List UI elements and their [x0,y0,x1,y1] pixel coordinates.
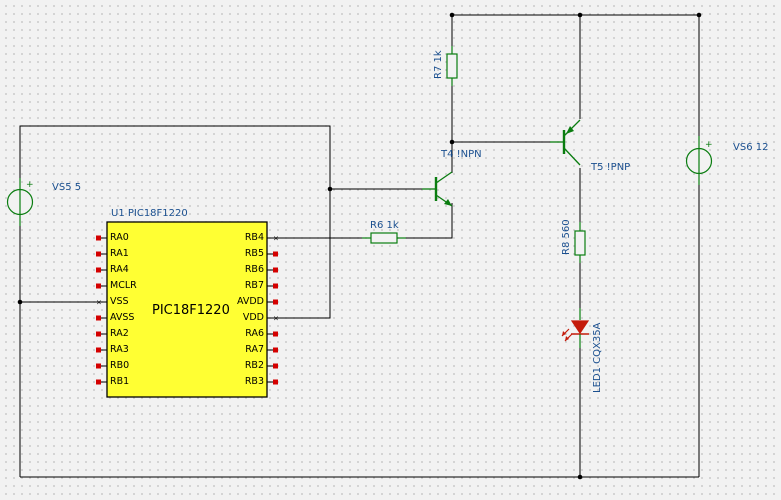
u1-pin-label-vss: VSS [110,296,129,307]
r6-resistor[interactable] [362,232,406,244]
u1-pin-marker [96,331,101,337]
u1-pin-label-rb2: RB2 [244,360,264,371]
u1-pin-label-rb4: RB4 [244,232,264,243]
u1-ref-label: U1 PIC18F1220 [111,208,188,219]
u1-pin-label-ra3: RA3 [110,344,129,355]
u1-pin-marker [96,283,101,289]
u1-pin-tick: × [273,235,279,243]
junction-dot [696,12,702,18]
t4-npn-transistor[interactable] [422,171,453,207]
svg-text:+: + [705,140,713,150]
u1-pin-marker [273,267,278,273]
t5-pnp-transistor[interactable] [550,119,581,166]
u1-pin-label-vdd: VDD [242,312,264,323]
u1-pin-marker [273,379,278,385]
u1-pin-marker [273,347,278,353]
u1-pin-label-ra7: RA7 [245,344,264,355]
junctions [17,12,702,480]
u1-pin-marker [96,251,101,257]
led1-diode[interactable] [561,308,590,348]
u1-pin-label-rb6: RB6 [244,264,264,275]
u1-pin-marker [96,315,101,321]
junction-dot [577,474,583,480]
u1-pin-label-rb3: RB3 [244,376,264,387]
u1-pins: × × × [96,235,279,385]
u1-pin-label-ra0: RA0 [110,232,129,243]
u1-pin-label-rb1: RB1 [110,376,130,387]
u1-pin-marker [96,235,101,241]
vs5-label: VS5 5 [52,182,82,193]
svg-text:+: + [26,180,34,190]
u1-pin-label-ra4: RA4 [110,264,129,275]
u1-pin-tick: × [96,299,102,307]
u1-pin-marker [96,379,101,385]
u1-pin-label-mclr: MCLR [110,280,137,291]
u1-chip[interactable] [106,221,268,398]
junction-dot [449,12,455,18]
u1-pin-label-ra1: RA1 [110,248,129,259]
u1-pin-label-rb5: RB5 [244,248,264,259]
u1-pin-label-avss: AVSS [110,312,135,323]
vs6-label: VS6 12 [733,142,769,153]
u1-pin-tick: × [273,315,279,323]
r6-label: R6 1k [370,220,399,231]
t5-label: T5 !PNP [591,162,631,173]
junction-dot [17,299,23,305]
u1-pin-marker [273,251,278,257]
r8-label: R8 560 [561,219,572,255]
led1-label: LED1 CQX35A [592,322,603,393]
u1-pin-label-rb0: RB0 [110,360,130,371]
junction-dot [449,139,455,145]
u1-pin-label-ra6: RA6 [245,328,264,339]
u1-pin-marker [96,347,101,353]
u1-pin-marker [273,331,278,337]
u1-pin-label-ra2: RA2 [110,328,129,339]
vs6-source[interactable]: + [685,136,713,185]
wires [19,14,700,478]
u1-pin-marker [273,363,278,369]
u1-pin-marker [96,363,101,369]
u1-part-name: PIC18F1220 [152,303,230,318]
u1-pin-marker [273,283,278,289]
u1-pin-marker [96,267,101,273]
wire-t4-emitter[interactable] [398,203,453,239]
r8-resistor[interactable] [574,222,586,263]
junction-dot [577,12,583,18]
wire-vs5-top-loop[interactable] [19,125,331,319]
u1-pin-label-rb7: RB7 [244,280,264,291]
t4-label: T4 !NPN [441,149,482,160]
u1-pin-marker [273,299,278,305]
r7-label: R7 1k [433,50,444,79]
r7-resistor[interactable] [446,46,458,86]
junction-dot [327,186,333,192]
vs5-source[interactable]: + [6,178,34,226]
u1-pin-label-avdd: AVDD [236,296,264,307]
